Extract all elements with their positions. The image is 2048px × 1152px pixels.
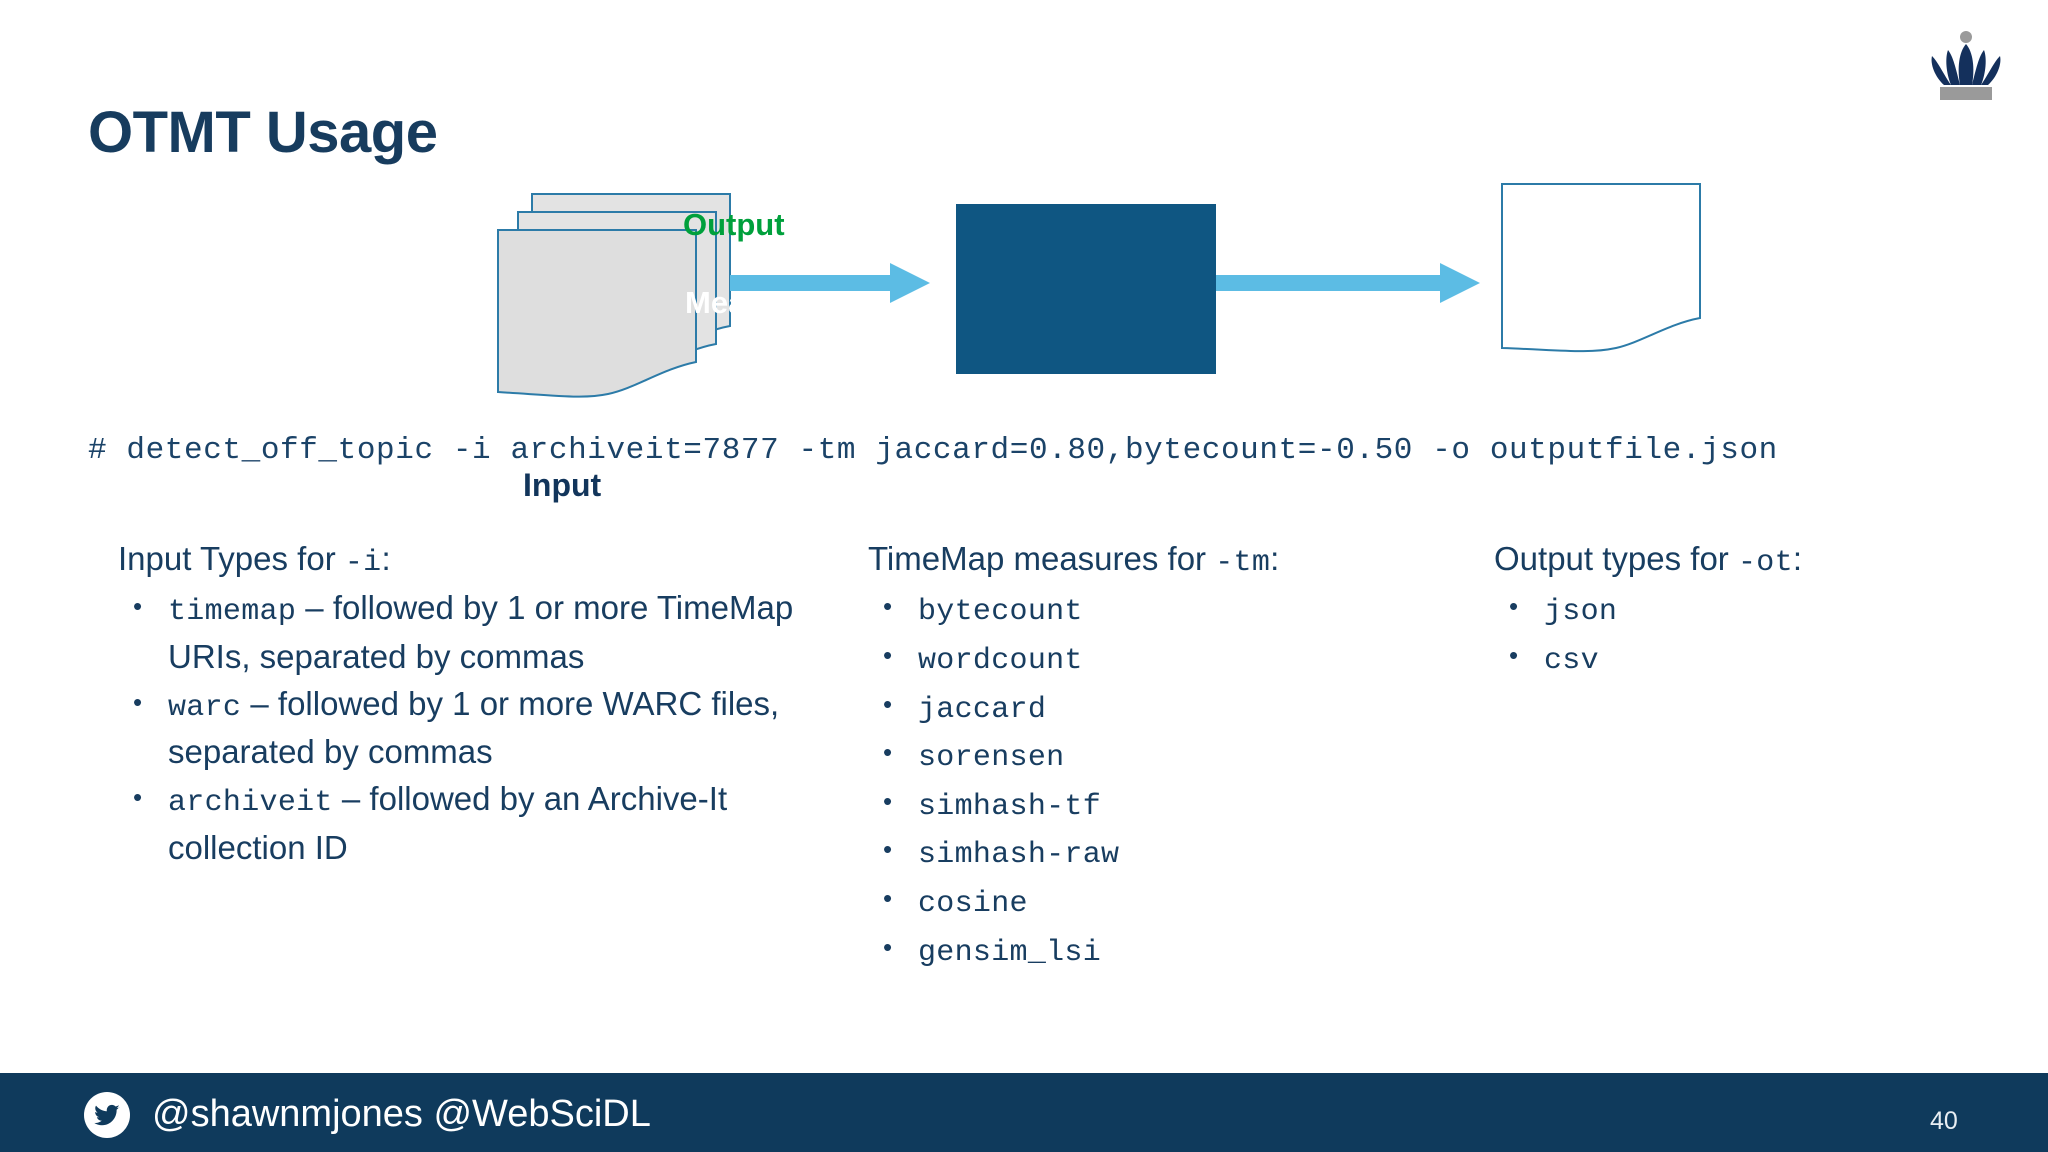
option-code: json [1544, 595, 1618, 630]
bullet-icon: • [133, 591, 143, 622]
column-heading-suffix: : [1270, 540, 1280, 577]
list-item: • simhash-raw [868, 828, 1388, 877]
option-code: sorensen [918, 741, 1065, 776]
column-heading-prefix: Input Types for [118, 540, 345, 577]
bullet-icon: • [1509, 591, 1519, 622]
page-number: 40 [1930, 1107, 1958, 1135]
column-output-types: Output types for -ot: • json • csv [1494, 540, 1974, 683]
option-list: • timemap – followed by 1 or more TimeMap… [118, 585, 818, 871]
command-line: # detect_off_topic -i archiveit=7877 -tm… [88, 433, 1778, 468]
option-text: – followed by 1 or more WARC files, sepa… [168, 684, 780, 771]
output-document [1501, 183, 1701, 353]
options-columns: Input Types for -i: • timemap – followed … [0, 540, 2048, 1000]
column-heading-suffix: : [1792, 540, 1803, 577]
column-timemap-measures: TimeMap measures for -tm: • bytecount • wo… [868, 540, 1388, 974]
measure-box [956, 204, 1216, 374]
column-heading-code: -tm [1215, 546, 1271, 580]
option-code: wordcount [918, 643, 1083, 678]
bullet-icon: • [883, 785, 893, 816]
bullet-icon: • [133, 782, 143, 813]
list-item: • wordcount [868, 634, 1388, 683]
input-label: Input [523, 467, 602, 503]
option-code: warc [168, 690, 242, 725]
social-handles: @shawnmjones @WebSciDL [152, 1093, 651, 1135]
option-code: gensim_lsi [918, 935, 1102, 970]
option-list: • json • csv [1494, 585, 1974, 682]
bullet-icon: • [883, 931, 893, 962]
option-code: archiveit [168, 786, 333, 821]
input-document-stack [497, 193, 731, 398]
option-text: – followed by an Archive-It collection I… [168, 780, 728, 866]
list-item: • simhash-tf [868, 780, 1388, 829]
option-code: timemap [168, 595, 297, 630]
output-label: Output [683, 207, 785, 242]
bullet-icon: • [1509, 639, 1519, 670]
column-heading: Output types for -ot: [1494, 540, 1974, 581]
column-heading-code: -ot [1737, 546, 1793, 580]
footer-bar [0, 1073, 2048, 1152]
pipeline-diagram: Input Measure Output [440, 180, 1760, 503]
list-item: • csv [1494, 634, 1974, 683]
odu-crown-logo [1918, 28, 2014, 104]
list-item: • archiveit – followed by an Archive-It c… [118, 776, 818, 871]
bullet-icon: • [883, 639, 893, 670]
list-item: • sorensen [868, 731, 1388, 780]
column-heading: Input Types for -i: [118, 540, 818, 581]
option-list: • bytecount • wordcount • jaccard • sorensen… [868, 585, 1388, 974]
option-code: jaccard [918, 692, 1047, 727]
column-input-types: Input Types for -i: • timemap – followed … [118, 540, 818, 872]
bullet-icon: • [883, 737, 893, 768]
bullet-icon: • [883, 591, 893, 622]
column-heading-code: -i [344, 546, 382, 580]
column-heading: TimeMap measures for -tm: [868, 540, 1388, 581]
option-text: – followed by 1 or more TimeMap URIs, se… [168, 589, 794, 675]
right-arrow-icon [1216, 263, 1480, 303]
column-heading-prefix: TimeMap measures for [868, 540, 1216, 577]
list-item: • bytecount [868, 585, 1388, 634]
bullet-icon: • [883, 882, 893, 913]
bullet-icon: • [133, 686, 143, 717]
measure-label: Measure [685, 285, 811, 320]
list-item: • warc – followed by 1 or more WARC files… [118, 681, 818, 776]
right-arrow-icon [730, 263, 930, 303]
option-code: simhash-tf [918, 789, 1102, 824]
option-code: bytecount [918, 595, 1083, 630]
list-item: • timemap – followed by 1 or more TimeMap… [118, 585, 818, 680]
list-item: • cosine [868, 877, 1388, 926]
list-item: • jaccard [868, 683, 1388, 732]
page-title: OTMT Usage [88, 100, 438, 165]
option-code: csv [1544, 643, 1599, 678]
option-code: cosine [918, 886, 1028, 921]
twitter-bird-icon[interactable] [84, 1092, 130, 1138]
column-heading-prefix: Output types for [1494, 540, 1738, 577]
column-heading-suffix: : [381, 540, 391, 577]
option-code: simhash-raw [918, 838, 1120, 873]
list-item: • gensim_lsi [868, 926, 1388, 975]
list-item: • json [1494, 585, 1974, 634]
bullet-icon: • [883, 688, 893, 719]
bullet-icon: • [883, 834, 893, 865]
